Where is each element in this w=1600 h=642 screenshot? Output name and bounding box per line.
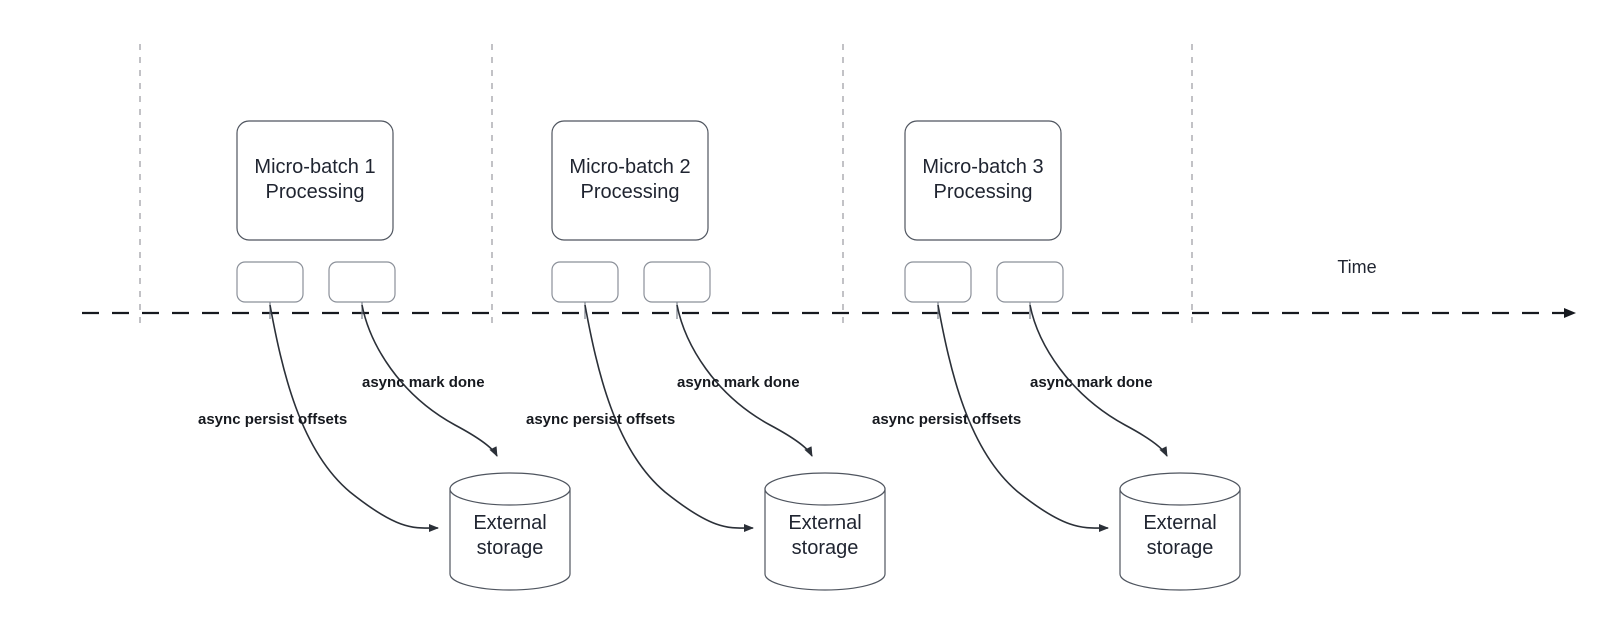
micro-batch-box-label-line2: Processing: [581, 181, 680, 203]
micro-batch-group-3: Micro-batch 3 Processing async persist off…: [872, 120, 1241, 591]
async-flow-arrow-1-2: [361, 304, 498, 457]
external-storage-label-line1: External: [1143, 512, 1216, 534]
async-task-box-2-1[interactable]: [551, 261, 619, 303]
async-task-box-2-2[interactable]: [643, 261, 711, 303]
external-storage-label-line2: storage: [1147, 537, 1214, 559]
micro-batch-box-label-line1: Micro-batch 2: [569, 156, 690, 178]
async-flow-label-3-1: async persist offsets: [872, 411, 1021, 428]
micro-batch-group-1: Micro-batch 1 Processing async persist off…: [198, 120, 571, 591]
external-storage-cylinder-top-3: [1119, 472, 1241, 506]
micro-batch-box-label-line1: Micro-batch 1: [254, 156, 375, 178]
async-task-box-3-1[interactable]: [904, 261, 972, 303]
external-storage-cylinder-top-2: [764, 472, 886, 506]
micro-batch-box-3[interactable]: [904, 120, 1062, 241]
micro-batch-box-2[interactable]: [551, 120, 709, 241]
async-task-box-3-2[interactable]: [996, 261, 1064, 303]
async-flow-arrow-2-2: [676, 304, 813, 457]
async-flow-label-1-1: async persist offsets: [198, 411, 347, 428]
async-task-box-1-2[interactable]: [328, 261, 396, 303]
external-storage-cylinder-body-1[interactable]: [449, 488, 571, 591]
async-flow-label-3-2: async mark done: [1030, 374, 1153, 391]
external-storage-label-line1: External: [473, 512, 546, 534]
micro-batch-box-label-line2: Processing: [266, 181, 365, 203]
async-flow-label-2-2: async mark done: [677, 374, 800, 391]
external-storage-cylinder-body-3[interactable]: [1119, 488, 1241, 591]
async-flow-arrow-2-1: [584, 304, 754, 533]
async-flow-arrow-3-2: [1029, 304, 1168, 457]
external-storage-label-line2: storage: [792, 537, 859, 559]
external-storage-label-line1: External: [788, 512, 861, 534]
async-task-box-1-1[interactable]: [236, 261, 304, 303]
micro-batch-groups: Micro-batch 1 Processing async persist off…: [198, 120, 1241, 591]
external-storage-cylinder-body-2[interactable]: [764, 488, 886, 591]
external-storage-cylinder-top-1: [449, 472, 571, 506]
micro-batch-group-2: Micro-batch 2 Processing async persist off…: [526, 120, 886, 591]
time-axis-group: Time: [82, 257, 1576, 318]
external-storage-label-line2: storage: [477, 537, 544, 559]
micro-batch-box-label-line1: Micro-batch 3: [922, 156, 1043, 178]
async-flow-label-1-2: async mark done: [362, 374, 485, 391]
async-flow-arrow-1-1: [269, 304, 439, 533]
micro-batch-box-label-line2: Processing: [934, 181, 1033, 203]
async-flow-label-2-1: async persist offsets: [526, 411, 675, 428]
time-axis-label: Time: [1337, 257, 1376, 277]
micro-batch-box-1[interactable]: [236, 120, 394, 241]
async-flow-arrow-3-1: [937, 304, 1109, 533]
